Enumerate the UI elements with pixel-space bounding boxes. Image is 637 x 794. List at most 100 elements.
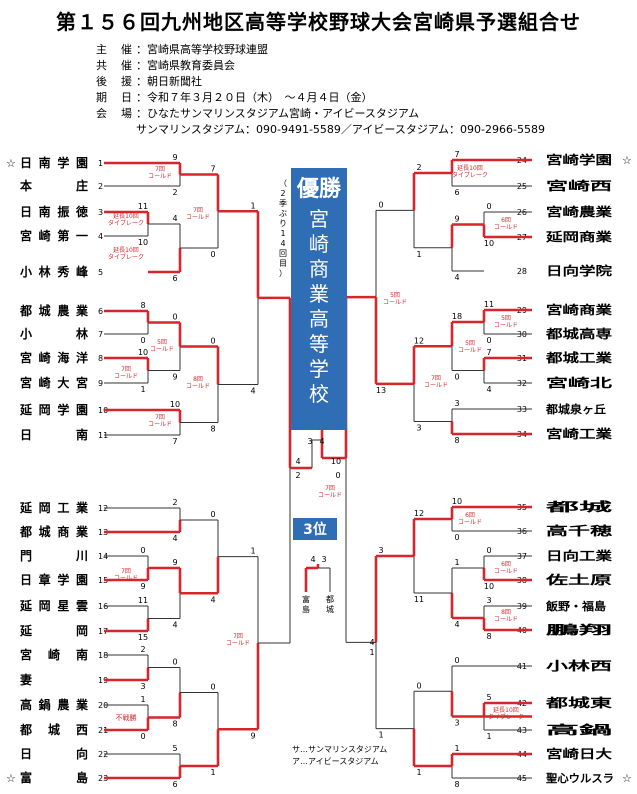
team-name-right: 日向学院 xyxy=(546,263,612,278)
team-name-right: 都城 xyxy=(543,499,612,514)
team-name-right: 宮崎商業 xyxy=(546,302,613,317)
team-name-left: 宮崎海洋 xyxy=(20,350,88,365)
score-R18_t: 0 xyxy=(416,681,421,690)
team-number-left: 1 xyxy=(98,159,103,168)
score-R9_b: 3 xyxy=(416,424,421,433)
note-called-game: 6回コールド xyxy=(494,561,518,575)
third-team-char: 富 xyxy=(302,594,310,604)
score-L17_t: 2 xyxy=(140,645,145,654)
streak-note-char: り xyxy=(279,219,287,228)
score-R4_t: 2 xyxy=(416,163,421,172)
team-number-left: 16 xyxy=(98,602,108,611)
score-L1_b: 2 xyxy=(172,188,177,197)
score-R17_b: 1 xyxy=(486,732,491,741)
team-number-left: 21 xyxy=(98,726,108,735)
note-called-game: 7回コールド xyxy=(114,366,138,380)
champion-banner xyxy=(291,168,347,430)
streak-note-char: ） xyxy=(279,269,287,278)
score-R15_t: 12 xyxy=(414,509,424,518)
score-R18_b: 1 xyxy=(416,768,421,777)
note-forfeit: 不戦勝 xyxy=(116,713,137,722)
team-name-left: 日南振徳 xyxy=(20,204,88,219)
team-number-left: 11 xyxy=(98,431,108,440)
team-name-left: 富島 xyxy=(20,770,88,785)
note-tiebreak: 延長10回タイブレーク xyxy=(108,212,144,227)
score-R21_t: 4 xyxy=(369,638,374,647)
team-number-left: 19 xyxy=(98,676,108,685)
team-number-left: 5 xyxy=(98,268,103,277)
score-R8_t: 3 xyxy=(454,399,459,408)
note-called-game: 7回コールド xyxy=(226,633,250,647)
champion-label: 優勝 xyxy=(296,177,342,202)
score-R10_b: 13 xyxy=(376,386,386,395)
champion-school-char: 業 xyxy=(309,282,329,306)
note-called-game: 7回コールド xyxy=(186,207,210,221)
score-SF_L_t: 4 xyxy=(295,457,300,466)
score-L15_t: 11 xyxy=(138,596,148,605)
info-row-venue: 会 場：ひなたサンマリンスタジアム宮崎・アイビースタジアム xyxy=(96,107,420,120)
team-name-left: 日向 xyxy=(20,746,88,761)
info-row-organizer: 主 催：宮崎県高等学校野球連盟 xyxy=(96,43,268,56)
note-tiebreak: 延長10回タイブレーク xyxy=(108,246,144,261)
score-R2_b: 10 xyxy=(484,239,494,248)
score-R4_b: 1 xyxy=(416,250,421,259)
info-value: ひなたサンマリンスタジアム宮崎・アイビースタジアム xyxy=(147,107,420,120)
info-value: 朝日新聞社 xyxy=(147,75,202,88)
score-R16_b: 3 xyxy=(454,719,459,728)
third-score: 3 xyxy=(321,555,326,564)
score-R5_b: 0 xyxy=(486,336,491,345)
score-L14_b: 4 xyxy=(210,595,215,604)
note-tiebreak: 延長10回タイブレーク xyxy=(452,164,488,179)
score-R8_b: 8 xyxy=(454,436,459,445)
note-called-game: 8回コールド xyxy=(494,609,518,623)
score-R3_t: 9 xyxy=(454,215,459,224)
seed-star-icon: ☆ xyxy=(6,157,16,170)
score-L19_t: 0 xyxy=(172,658,177,667)
score-L6_b: 1 xyxy=(140,385,145,394)
third-team-char: 城 xyxy=(326,605,334,614)
team-number-left: 23 xyxy=(98,774,108,783)
seed-star-icon: ☆ xyxy=(622,154,632,167)
note-tiebreak: 延長10回タイブレーク xyxy=(488,706,524,721)
score-L8_t: 10 xyxy=(170,400,180,409)
score-F_l: 3 xyxy=(307,437,312,446)
team-number-left: 20 xyxy=(98,701,108,710)
champion-school-char: 商 xyxy=(309,257,329,281)
team-name-right: 宮崎日大 xyxy=(546,746,612,761)
streak-note-char: 4 xyxy=(280,239,285,248)
team-name-left: 宮崎大宮 xyxy=(20,375,88,390)
score-L3_b: 6 xyxy=(172,274,177,283)
info-value: 令和７年３月２０日（木） ～４月４日（金） xyxy=(147,91,373,104)
team-number-left: 4 xyxy=(98,232,103,241)
team-number-left: 9 xyxy=(98,379,103,388)
team-name-right: 宮崎工業 xyxy=(546,426,613,441)
score-L11_b: 4 xyxy=(250,387,255,396)
third-team-char: 都 xyxy=(326,595,334,604)
note-called-game: 7回コールド xyxy=(148,414,172,428)
info-row-dates: 期 日：令和７年３月２０日（木） ～４月４日（金） xyxy=(96,91,373,104)
team-number-left: 3 xyxy=(98,208,103,217)
team-name-right: 宮崎西 xyxy=(546,178,612,193)
score-R6_b: 4 xyxy=(486,385,491,394)
team-name-left: 門川 xyxy=(20,549,88,563)
team-number-left: 2 xyxy=(98,182,103,191)
seed-star-icon: ☆ xyxy=(622,772,632,785)
score-L18_t: 1 xyxy=(140,695,145,704)
score-R7_t: 18 xyxy=(452,312,462,321)
team-number-left: 12 xyxy=(98,504,108,513)
team-number-left: 8 xyxy=(98,354,103,363)
score-R14_b: 4 xyxy=(454,620,459,629)
note-called-game: 5回コールド xyxy=(150,339,174,353)
score-L12_b: 4 xyxy=(172,534,177,543)
score-L21_t: 0 xyxy=(210,683,215,692)
score-SF_R_t: 10 xyxy=(331,457,341,466)
info-row-cohost: 共 催：宮崎県教育委員会 xyxy=(96,59,235,72)
team-name-right: 延岡商業 xyxy=(545,229,614,244)
score-L12_t: 2 xyxy=(172,498,177,507)
team-name-left: 小林 xyxy=(20,326,88,341)
team-number-left: 15 xyxy=(98,576,108,585)
note-called-game: 5回コールド xyxy=(494,315,518,329)
score-R6_t: 7 xyxy=(486,348,491,357)
score-R9_t: 12 xyxy=(414,336,424,345)
seed-star-icon: ☆ xyxy=(6,772,16,785)
